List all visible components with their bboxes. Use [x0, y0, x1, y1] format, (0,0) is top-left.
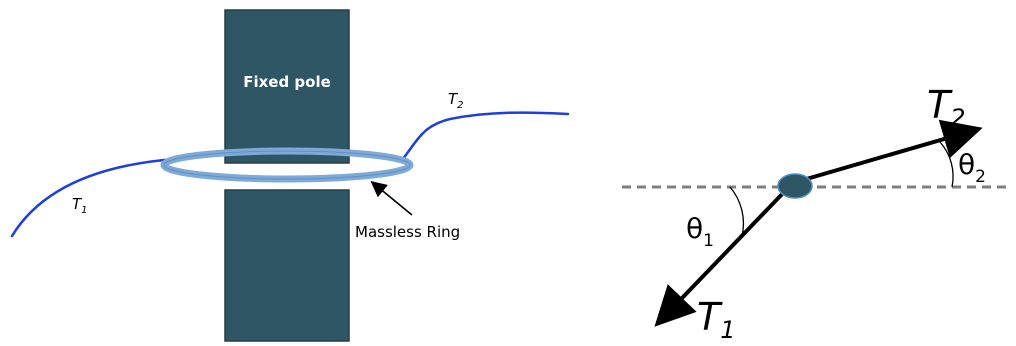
theta1-label: θ1: [686, 212, 714, 251]
massless-ring-label: Massless Ring: [355, 223, 460, 241]
left-t1-letter: T: [72, 195, 83, 213]
t1-vector: [654, 188, 788, 327]
left-t1-label: T1: [72, 195, 88, 216]
left-diagram: Fixed pole Massless Ring T1 T2: [10, 9, 570, 342]
left-t2-label: T2: [448, 90, 464, 111]
theta2-arc: [939, 141, 954, 188]
left-t1-subscript: 1: [81, 205, 87, 216]
right-t1-subscript: 1: [720, 316, 735, 344]
t2-vector: [802, 119, 983, 182]
theta1-symbol: θ: [686, 212, 703, 245]
right-t2-label: T2: [927, 83, 966, 132]
left-t2-subscript: 2: [457, 100, 463, 111]
ring-pointer-arrow: [370, 180, 413, 216]
right-t2-subscript: 2: [950, 104, 965, 132]
massless-ring-outline: [163, 150, 411, 180]
left-t2-letter: T: [448, 90, 459, 108]
theta1-subscript: 1: [703, 231, 714, 251]
theta2-symbol: θ: [958, 148, 975, 181]
theta2-subscript: 2: [975, 167, 986, 187]
right-t1-label: T1: [697, 295, 736, 344]
fixed-pole-bottom: [224, 189, 350, 342]
theta1-arc: [729, 186, 745, 237]
knot-point: [777, 173, 813, 199]
rope-right: [400, 111, 570, 162]
right-t1-letter: T: [697, 295, 723, 339]
theta2-label: θ2: [958, 148, 986, 187]
fixed-pole-top: [224, 9, 350, 164]
rope-left: [10, 157, 178, 238]
right-diagram: θ1 θ2 T1 T2: [622, 83, 1012, 344]
fixed-pole-label: Fixed pole: [243, 73, 331, 91]
right-t2-letter: T: [927, 83, 953, 127]
